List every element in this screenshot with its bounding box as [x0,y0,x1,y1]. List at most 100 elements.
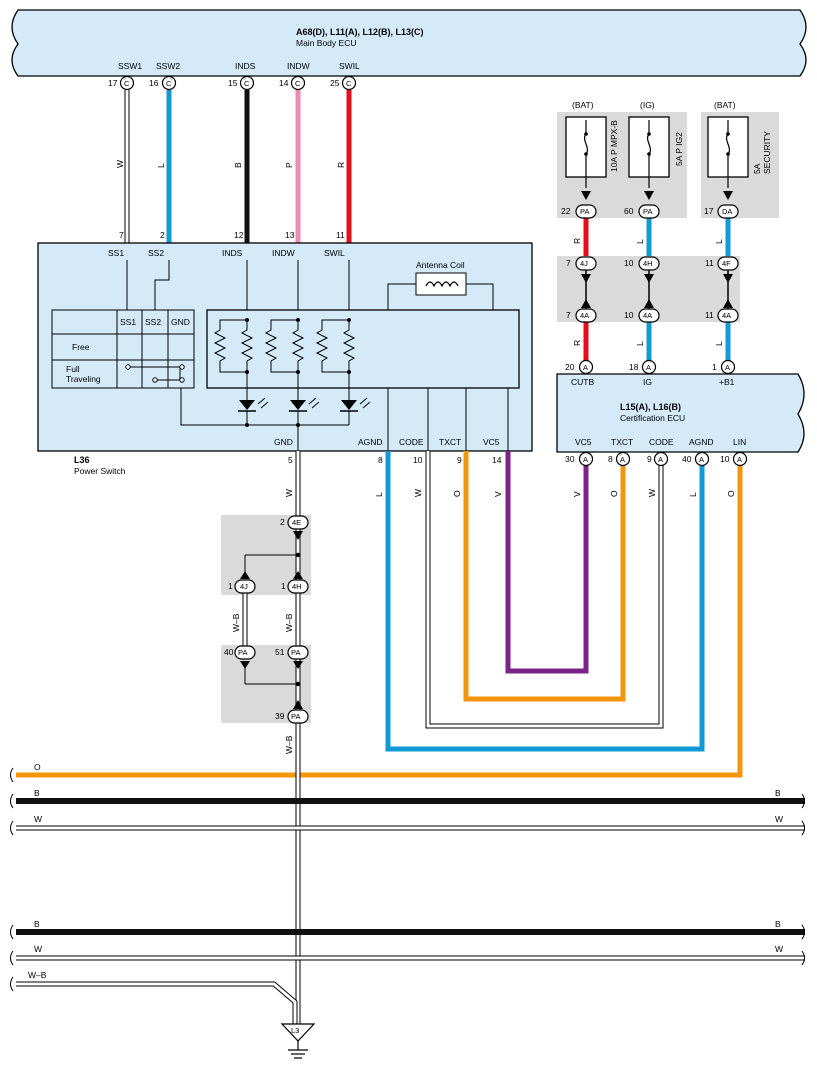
ps-bottom-num-vc5: 14 [492,455,502,465]
cert-top-conn-cutb: A [583,363,588,372]
antenna-coil [387,272,494,310]
cert-bot-code: CODE [649,437,674,447]
ground-symbol [280,1023,316,1059]
ps-top-pin-num-swil: 11 [336,230,345,240]
ps-bottom-vc5: VC5 [483,437,500,447]
certification-ecu [556,373,805,453]
fuse-3-conn: DA [722,207,732,216]
gj-4-pin: 40 [224,647,234,657]
wire-label-l-fuse3: L [714,239,724,244]
rj-3-bot-conn: 4A [722,311,731,320]
cert-top-pins [578,359,736,375]
mb-pin-ssw2-num: 16 [149,78,159,88]
ground-junction-dots [240,531,303,709]
cert-bot-txct: TXCT [611,437,633,447]
ps-internal-wires [126,260,350,310]
fuse-2-pin: 60 [624,206,634,216]
wire-label-o-cert-txct: O [609,490,619,497]
wire-label-l-ig: L [635,341,645,346]
bus-1-left: O [34,762,41,772]
fuse-1-source: (BAT) [572,100,594,110]
mb-pin-indw-conn: C [295,79,301,88]
bus-3-left: W [34,814,42,824]
mb-pin-ssw2-name: SSW2 [156,61,180,71]
wire-label-v-vc5: V [493,491,503,497]
cert-bot-conn-agnd: A [699,455,704,464]
main-body-ecu-subtitle: Main Body ECU [296,38,356,48]
mb-pin-indw-num: 14 [279,78,289,88]
wire-label-o-txct: O [452,490,462,497]
cert-top-b1: +B1 [719,377,735,387]
main-body-ecu-title: A68(D), L11(A), L12(B), L13(C) [296,27,424,37]
ps-bottom-txct: TXCT [439,437,461,447]
ps-bottom-agnd: AGND [358,437,383,447]
gj-6-pin: 39 [275,711,285,721]
fuse-3-name1: 5A [752,163,762,174]
ps-bottom-internal-lines [387,388,509,451]
gj-5-pin: 51 [275,647,285,657]
mb-pin-indw-name: INDW [287,61,310,71]
fuse-3-pin: 17 [704,206,714,216]
rj-1-top-pin: 7 [566,258,571,268]
wire-label-w-cert-code: W [647,489,657,497]
ps-bottom-code: CODE [399,437,424,447]
table-col-ss1: SS1 [120,317,136,327]
connector-capsules [575,204,739,323]
rj-1-bot-pin: 7 [566,310,571,320]
cert-bot-conn-vc5: A [583,455,588,464]
mb-pin-inds-num: 15 [228,78,238,88]
fuse-2-source: (IG) [640,100,655,110]
mb-pin-swil-name: SWIL [339,61,360,71]
cert-ecu-title: L15(A), L16(B) [620,402,681,412]
cert-bot-num-agnd: 40 [682,454,692,464]
rj-3-top-pin: 11 [705,258,714,268]
table-row-full: Full [66,364,80,374]
cert-bot-conn-lin: A [737,455,742,464]
cert-bot-num-vc5: 30 [565,454,575,464]
wire-label-wb-1: W–B [231,613,241,632]
cert-top-conn-b1: A [725,363,730,372]
mb-pin-swil-num: 25 [330,78,340,88]
bus-5-right: W [775,944,783,954]
fuse-2-name: 5A P IG2 [674,132,684,166]
bus-5-left: W [34,944,42,954]
fuse-3-name2: SECURITY [762,131,772,174]
ps-top-pin-num-indw: 13 [285,230,295,240]
cert-top-num-b1: 1 [712,362,717,372]
ps-top-pin-num-ss1: 7 [119,230,124,240]
wire-label-w-ssw1: W [115,160,125,168]
bus-break-marks [10,767,805,992]
resistor-junction-dots [245,318,351,374]
power-switch-code: L36 [74,455,90,465]
gj-3-pin: 1 [281,581,286,591]
ps-bottom-num-agnd: 8 [378,455,383,465]
bus-lines [16,798,805,1024]
mb-to-ps-wires [124,90,352,243]
main-body-ecu: A68(D), L11(A), L12(B), L13(C) Main Body… [11,9,807,77]
ground-capsules [234,515,309,724]
gj-2-conn: 4J [240,582,248,591]
table-row-traveling: Traveling [66,374,101,384]
table-col-ss2: SS2 [145,317,161,327]
mb-pin-ssw1-name: SSW1 [118,61,142,71]
cert-bot-conn-txct: A [620,455,625,464]
bus-3-right: W [775,814,783,824]
table-row-free: Free [72,342,90,352]
wire-label-l-agnd: L [374,492,384,497]
gj-5-conn: PA [291,648,300,657]
wire-label-p-indw: P [284,162,294,168]
fuse-1-pin: 22 [561,206,571,216]
ps-bottom-gnd: GND [274,437,293,447]
ps-bottom-num-code: 10 [413,455,423,465]
cert-bot-agnd: AGND [689,437,714,447]
gj-2-pin: 1 [228,581,233,591]
ps-bottom-num-txct: 9 [457,455,462,465]
cert-bot-num-lin: 10 [720,454,730,464]
rj-2-bot-conn: 4A [643,311,652,320]
mb-pin-inds-name: INDS [235,61,256,71]
fuse-block [557,112,779,218]
resistor-network [213,319,356,400]
wire-label-r-swil: R [336,162,346,168]
ps-top-pin-ss2: SS2 [148,248,164,258]
gj-1-pin: 2 [280,517,285,527]
